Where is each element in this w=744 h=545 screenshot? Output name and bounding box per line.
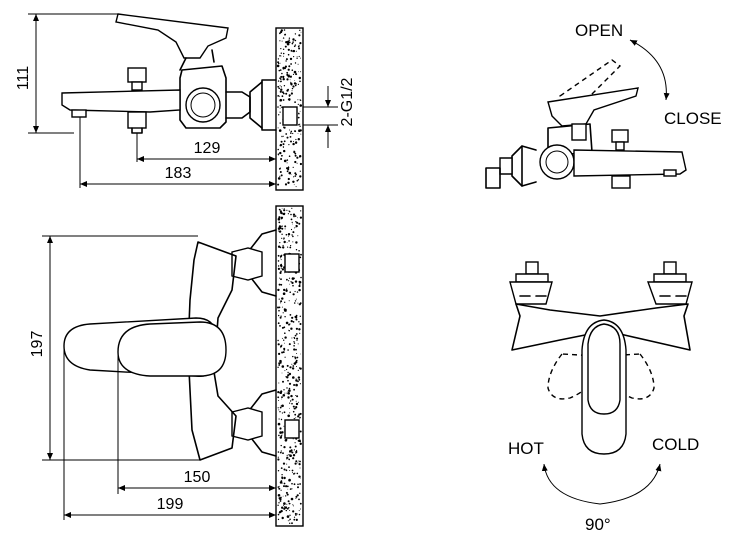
dimension-199-label: 199 bbox=[157, 496, 184, 513]
handle-hot-position bbox=[547, 353, 605, 400]
side-view-wall-flange bbox=[261, 79, 277, 131]
cold-label: COLD bbox=[652, 435, 699, 454]
rotation-diagram: HOT COLD 90° bbox=[508, 261, 699, 534]
side-view-wall bbox=[275, 27, 304, 191]
dimension-129-label: 129 bbox=[194, 140, 221, 157]
top-view-body bbox=[187, 241, 237, 461]
side-view-body bbox=[179, 65, 227, 129]
side-view-lever bbox=[115, 13, 229, 59]
top-view-handle bbox=[117, 321, 227, 377]
open-label: OPEN bbox=[575, 21, 623, 40]
hot-label: HOT bbox=[508, 439, 544, 458]
dimension-197-label: 197 bbox=[29, 331, 46, 358]
side-view-nut bbox=[225, 91, 251, 119]
dimension-111-label: 111 bbox=[15, 66, 32, 90]
side-view: 111 129 183 2-G1/2 bbox=[15, 13, 356, 191]
top-view: 197 150 199 bbox=[29, 205, 304, 527]
close-label: CLOSE bbox=[664, 109, 722, 128]
side-view-diverter-knob bbox=[127, 67, 147, 83]
rotation-body bbox=[511, 303, 691, 351]
handle-cold-position bbox=[597, 353, 655, 400]
rotation-angle-label: 90° bbox=[585, 515, 611, 534]
lever-operation-diagram: OPEN CLOSE bbox=[485, 21, 722, 189]
dimension-183-label: 183 bbox=[165, 165, 192, 182]
dimension-g-half-label: 2-G1/2 bbox=[339, 77, 356, 126]
side-view-spout bbox=[61, 89, 181, 113]
dimension-150-label: 150 bbox=[184, 469, 211, 486]
side-view-inlet-square bbox=[282, 106, 298, 126]
